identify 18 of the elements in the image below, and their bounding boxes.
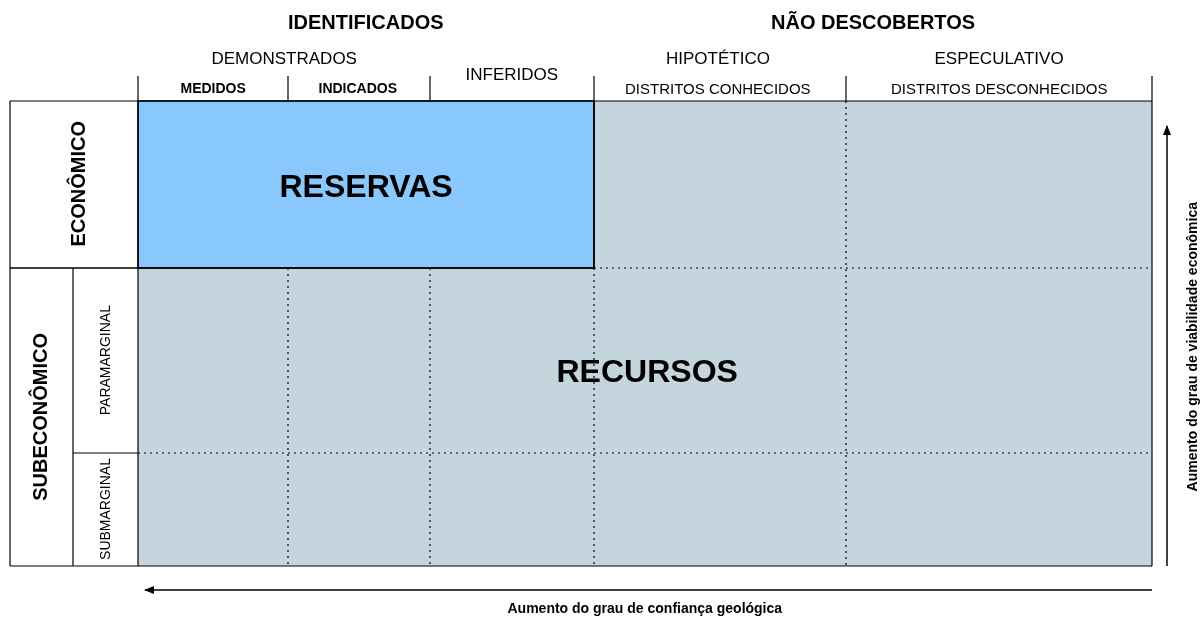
- row-group-heading: ECONÔMICO: [68, 121, 88, 247]
- axis-label: Aumento do grau de confiança geológica: [507, 601, 783, 615]
- region-label: RESERVAS: [279, 170, 453, 202]
- row-group-heading: SUBECONÔMICO: [30, 333, 50, 501]
- column-group-heading: IDENTIFICADOS: [288, 12, 444, 32]
- axis-label: Aumento do grau de viabilidade econômica: [1185, 201, 1199, 491]
- resources-area: [137, 100, 1152, 566]
- reserves-box: [137, 100, 595, 269]
- row-heading: SUBMARGINAL: [98, 458, 112, 560]
- column-heading: ESPECULATIVO: [934, 49, 1064, 67]
- column-subheading: DISTRITOS DESCONHECIDOS: [891, 80, 1108, 96]
- column-group-heading: NÃO DESCOBERTOS: [771, 12, 976, 32]
- column-heading: INFERIDOS: [465, 65, 559, 83]
- region-label: RECURSOS: [556, 355, 738, 387]
- column-heading: DEMONSTRADOS: [211, 49, 357, 67]
- row-heading: PARAMARGINAL: [98, 305, 112, 416]
- column-subheading: DISTRITOS CONHECIDOS: [625, 80, 811, 96]
- column-heading: HIPOTÉTICO: [666, 49, 770, 67]
